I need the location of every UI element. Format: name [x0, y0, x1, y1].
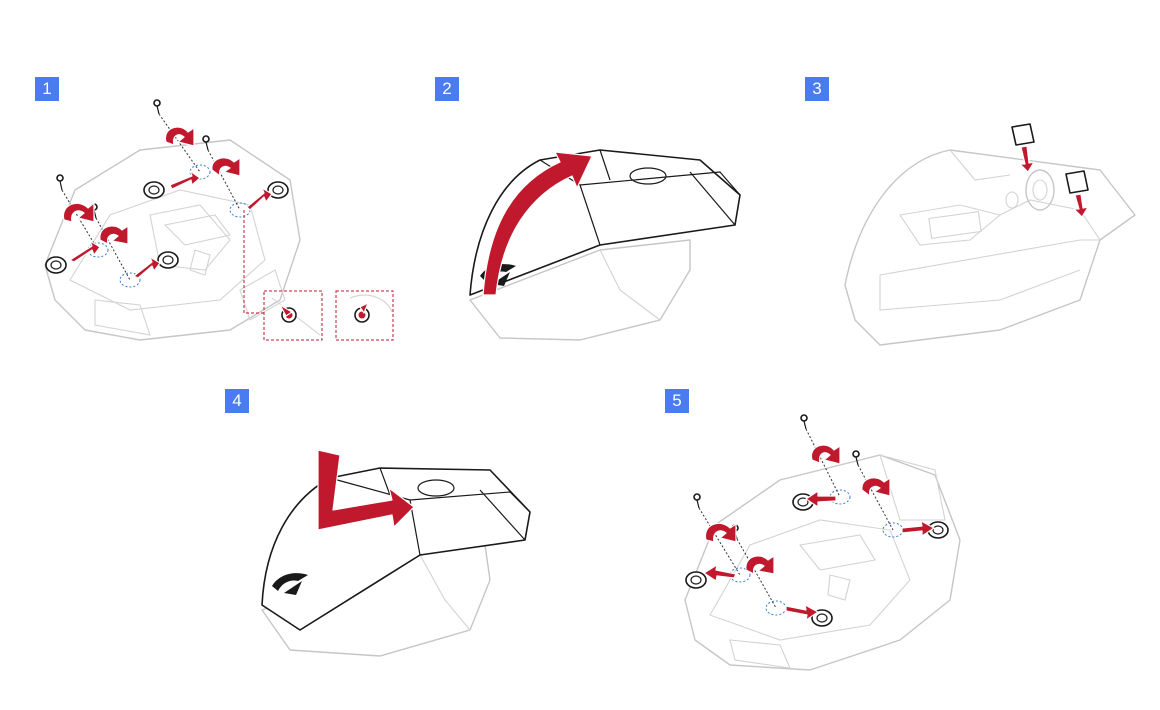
rotate-arrow-icon	[703, 444, 935, 621]
rubber-foot-icon	[143, 181, 165, 199]
step-5-illustration	[684, 414, 961, 671]
scroll-wheel-assembly	[1005, 169, 1055, 211]
screw-hole-detail	[349, 294, 393, 323]
attach-arrow-icon	[317, 449, 415, 531]
mouse-top-cover	[261, 467, 531, 631]
republic-of-gamers-logo	[163, 214, 231, 276]
step-4-badge: 4	[225, 389, 249, 413]
step-1-badge: 1	[35, 77, 59, 101]
screw-icon	[153, 99, 161, 115]
step-5-badge: 5	[665, 389, 689, 413]
screw-icon	[693, 493, 701, 509]
republic-of-gamers-logo	[798, 534, 876, 601]
mouse-base-outline	[469, 239, 691, 341]
step-2-illustration	[469, 149, 741, 341]
rotate-arrow-icon	[62, 126, 273, 279]
rubber-foot-icon	[267, 181, 289, 199]
rubber-foot-icon	[157, 251, 179, 269]
step-2-badge: 2	[435, 77, 459, 101]
mouse-chassis-outline	[844, 149, 1136, 346]
screw-icon	[56, 174, 64, 191]
insert-arrow-icon	[1019, 145, 1089, 218]
rog-logo-icon	[272, 573, 308, 595]
mouse-bottom-outline	[684, 454, 961, 671]
lift-arrow-icon	[482, 151, 593, 296]
step-3-badge: 3	[805, 77, 829, 101]
rubber-foot-icon	[811, 609, 833, 627]
screw-hole-detail	[271, 297, 321, 336]
step-4-illustration	[261, 449, 531, 657]
switch-icon	[1011, 123, 1089, 194]
screw-icon	[852, 450, 860, 466]
screw-icon	[800, 414, 808, 430]
mouse-bottom-outline	[44, 139, 301, 341]
rubber-foot-icon	[685, 571, 707, 589]
rubber-foot-icon	[45, 256, 67, 274]
step-1-illustration	[44, 99, 394, 341]
screw-icon	[202, 135, 210, 151]
step-3-illustration	[844, 123, 1136, 346]
